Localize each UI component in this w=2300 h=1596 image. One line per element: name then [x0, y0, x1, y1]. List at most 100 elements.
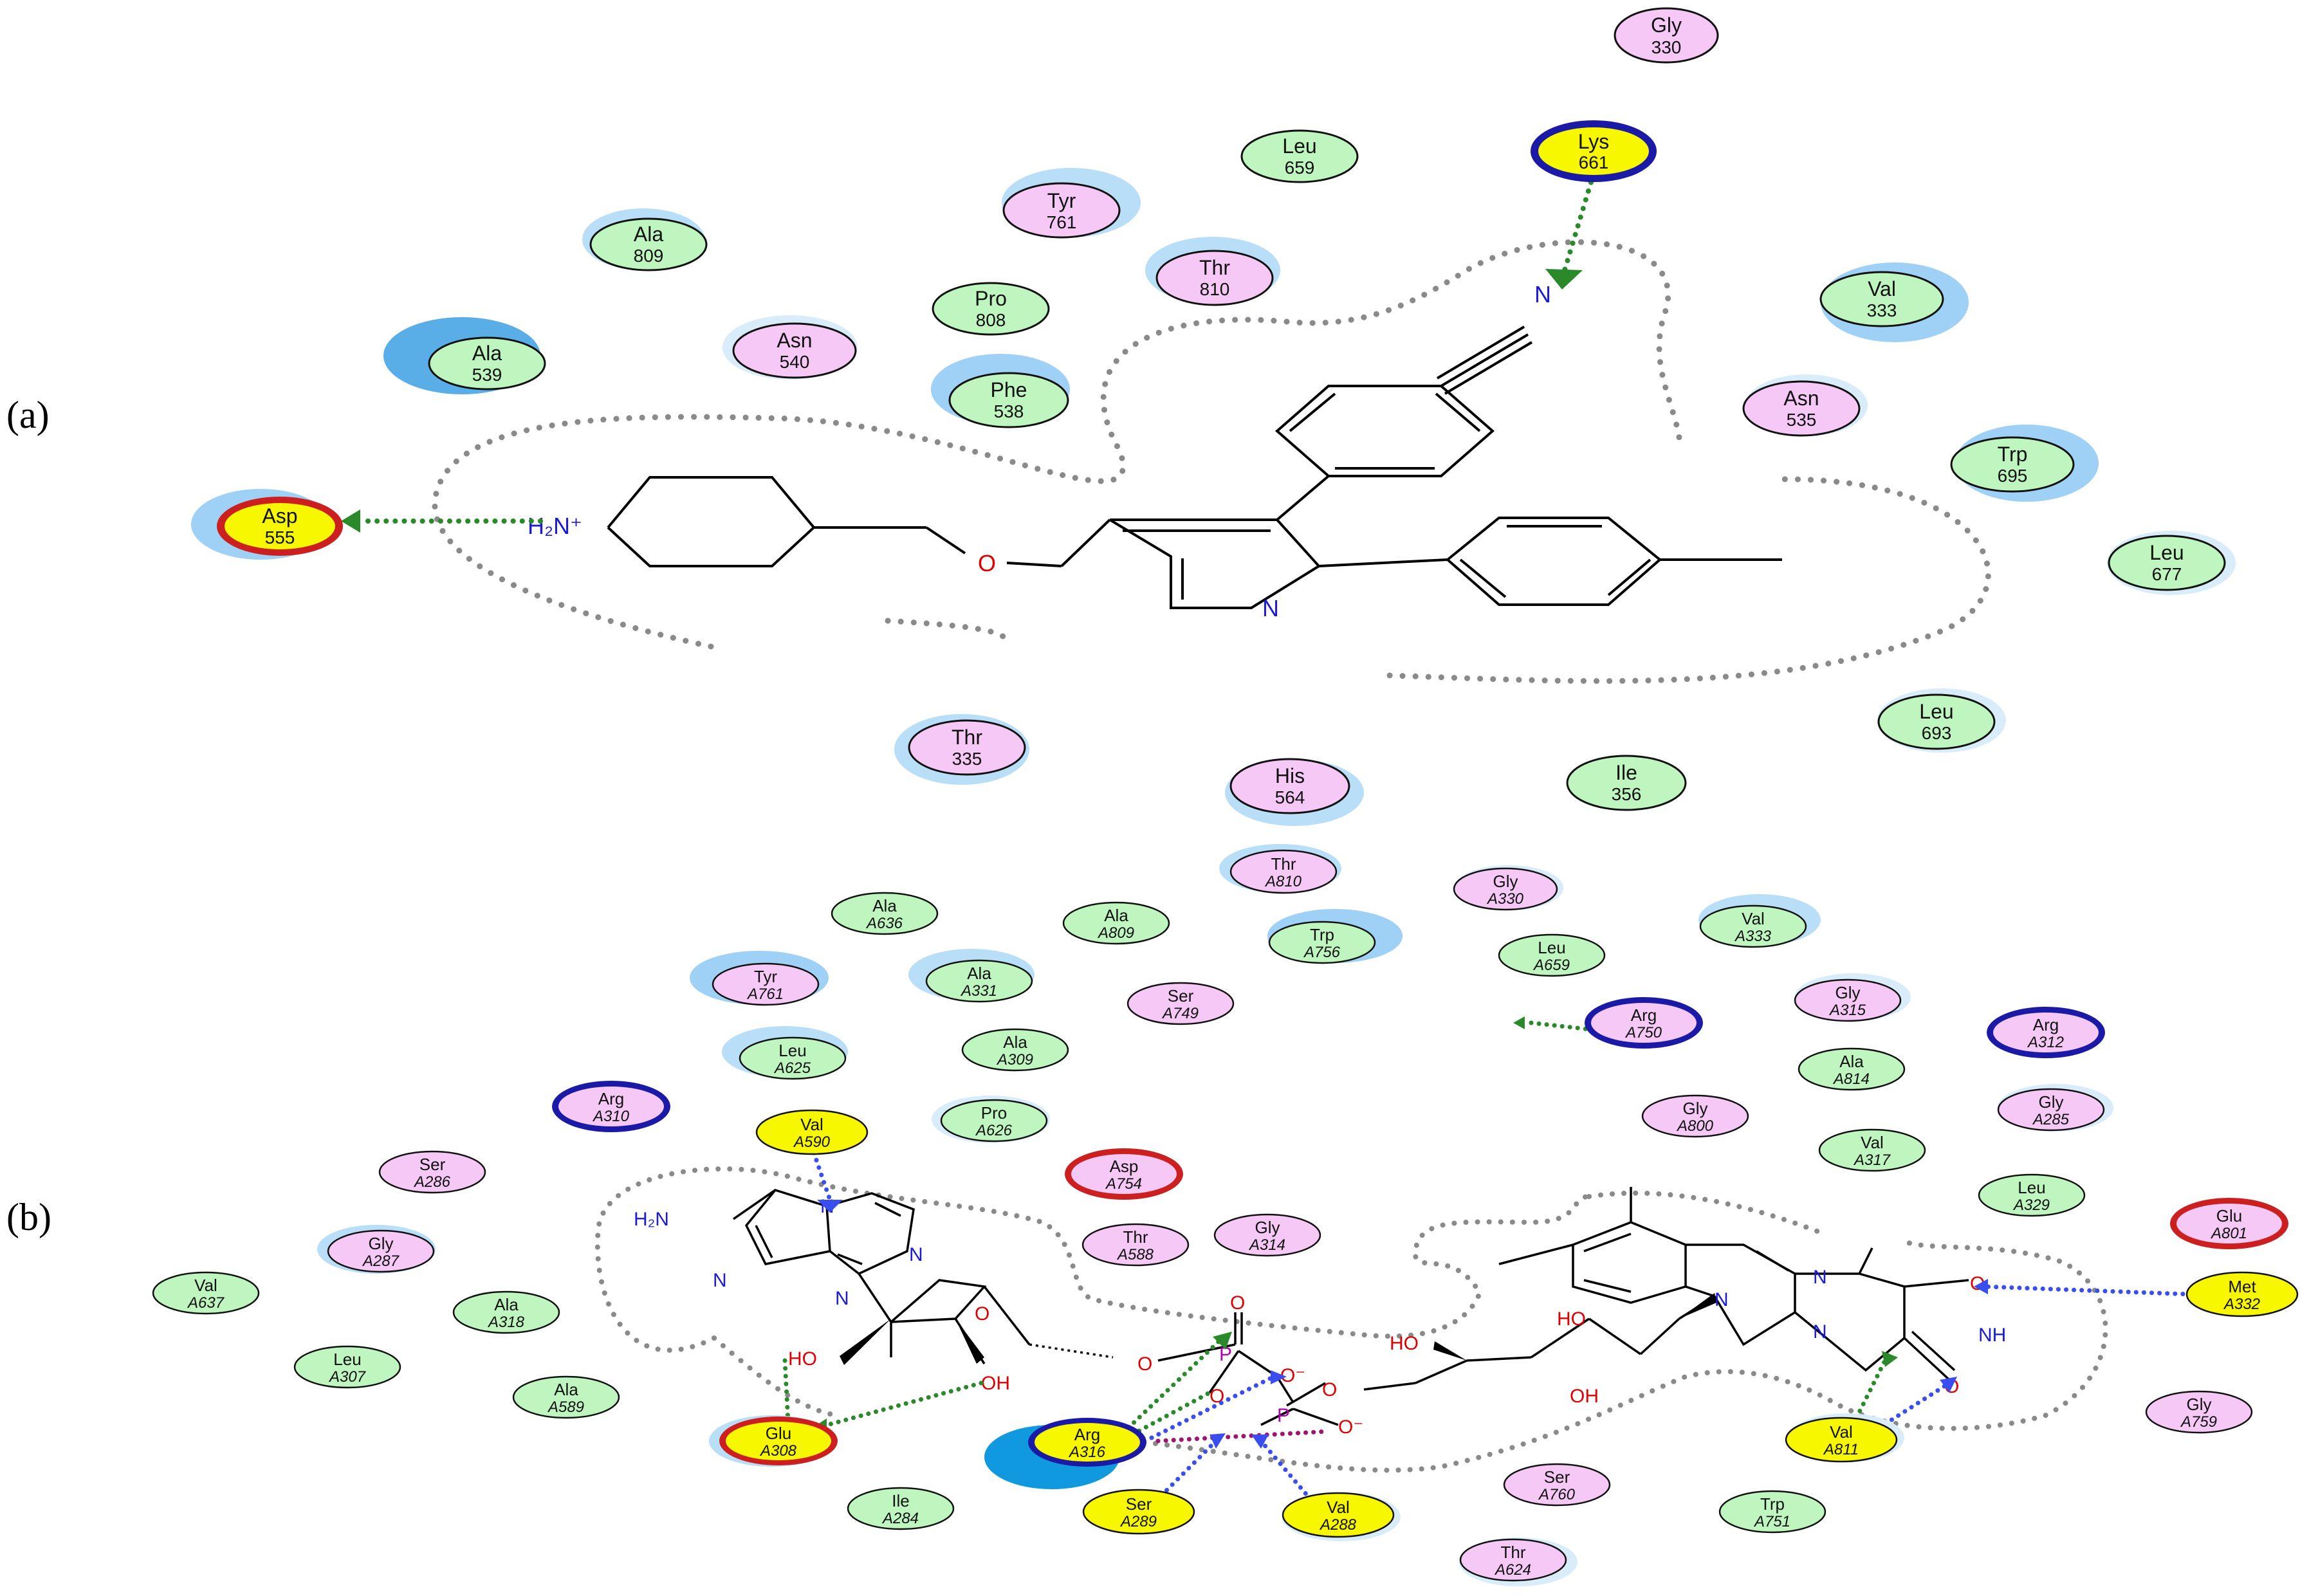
atom-flavin-n10: N [1715, 1289, 1729, 1310]
atom-linker-o: O [1137, 1353, 1152, 1375]
svg-text:A315: A315 [1828, 1002, 1866, 1019]
residue-leu-a307: Leu A307 [293, 1345, 401, 1389]
svg-text:Gly: Gly [369, 1234, 394, 1253]
svg-text:A314: A314 [1248, 1236, 1285, 1254]
atom-flavin-n1: N [1813, 1321, 1827, 1343]
svg-text:810: 810 [1200, 279, 1230, 299]
svg-text:A800: A800 [1676, 1117, 1714, 1135]
svg-text:A588: A588 [1116, 1246, 1154, 1263]
atom-p2: P [1277, 1405, 1290, 1426]
residue-ala-539: Ala 539 [383, 317, 546, 394]
svg-text:Pro: Pro [981, 1103, 1007, 1123]
atom-n7: N [713, 1270, 727, 1291]
svg-text:Gly: Gly [1651, 14, 1682, 37]
residue-ala-809: Ala 809 [582, 208, 708, 271]
residue-arg-a310: Arg A310 [552, 1081, 670, 1132]
svg-text:Ala: Ala [967, 964, 991, 983]
svg-text:555: 555 [265, 527, 295, 547]
residue-val-a333: Val A333 [1698, 894, 1821, 948]
residue-val-a288: Val A288 [1282, 1492, 1401, 1541]
svg-text:Val: Val [1861, 1133, 1884, 1152]
svg-text:695: 695 [1998, 466, 2028, 486]
residue-tyr-761: Tyr 761 [1002, 168, 1141, 239]
svg-text:A284: A284 [881, 1510, 919, 1527]
svg-text:A761: A761 [746, 986, 784, 1003]
residue-trp-695: Trp 695 [1950, 425, 2099, 502]
ribose-wedge-2 [955, 1319, 984, 1364]
svg-text:Arg: Arg [1631, 1005, 1657, 1025]
svg-text:356: 356 [1612, 784, 1642, 804]
residue-leu-a659: Leu A659 [1498, 933, 1606, 977]
residue-thr-335: Thr 335 [894, 714, 1029, 785]
svg-text:Val: Val [1868, 277, 1896, 300]
svg-text:A317: A317 [1853, 1151, 1891, 1169]
svg-text:Arg: Arg [2033, 1015, 2059, 1034]
svg-text:A590: A590 [793, 1133, 831, 1151]
svg-text:A589: A589 [547, 1399, 584, 1416]
svg-text:A756: A756 [1303, 944, 1341, 961]
svg-text:333: 333 [1867, 300, 1897, 320]
residue-thr-a588: Thr A588 [1081, 1223, 1190, 1267]
residue-ala-a589: Ala A589 [512, 1375, 620, 1419]
svg-text:Thr: Thr [1123, 1227, 1148, 1247]
svg-text:A330: A330 [1486, 890, 1524, 908]
panel-a: N N O H₂N⁺ Gly 330 Lys 661 Leu 659 [191, 7, 2236, 826]
svg-text:A636: A636 [865, 915, 903, 932]
svg-text:Ala: Ala [1003, 1032, 1027, 1052]
svg-text:Ser: Ser [1126, 1494, 1152, 1514]
svg-text:A312: A312 [2027, 1034, 2064, 1051]
residue-thr-810: Thr 810 [1145, 237, 1280, 306]
atom-flavin-n5: N [1813, 1267, 1827, 1288]
residue-ala-a814: Ala A814 [1798, 1047, 1906, 1091]
svg-text:A801: A801 [2210, 1225, 2247, 1242]
svg-text:Ser: Ser [1168, 986, 1194, 1005]
atom-rib-ho-1: HO [1390, 1333, 1419, 1354]
residue-gly-a314: Gly A314 [1213, 1213, 1321, 1257]
svg-text:Trp: Trp [1998, 443, 2028, 466]
svg-text:Gly: Gly [1255, 1218, 1280, 1237]
svg-text:Met: Met [2228, 1277, 2256, 1296]
svg-text:A810: A810 [1264, 873, 1302, 890]
svg-text:Thr: Thr [1199, 256, 1230, 279]
svg-text:A309: A309 [996, 1051, 1033, 1069]
svg-text:Leu: Leu [1282, 134, 1316, 158]
svg-text:Gly: Gly [2039, 1092, 2064, 1112]
residue-gly-330: Gly 330 [1614, 7, 1719, 64]
svg-text:A760: A760 [1538, 1486, 1576, 1503]
residue-gly-a315: Gly A315 [1794, 973, 1911, 1022]
residue-ser-a760: Ser A760 [1503, 1463, 1611, 1507]
residue-leu-a625: Leu A625 [722, 1026, 848, 1080]
svg-text:Leu: Leu [778, 1041, 806, 1060]
panel-label-b: (b) [6, 1196, 51, 1238]
residue-val-a637: Val A637 [152, 1271, 260, 1315]
svg-text:A307: A307 [328, 1368, 367, 1386]
svg-text:540: 540 [780, 352, 810, 372]
svg-text:Asp: Asp [1110, 1157, 1139, 1176]
residue-gly-a287: Gly A287 [317, 1225, 436, 1274]
svg-text:A809: A809 [1097, 924, 1134, 942]
residue-tyr-a761: Tyr A761 [690, 951, 829, 1006]
residue-ala-a309: Ala A309 [961, 1028, 1069, 1072]
svg-text:Arg: Arg [1074, 1425, 1100, 1444]
svg-text:A624: A624 [1494, 1561, 1531, 1579]
residue-gly-a800: Gly A800 [1641, 1094, 1749, 1138]
svg-text:A318: A318 [487, 1314, 525, 1331]
svg-text:Val: Val [194, 1276, 217, 1295]
svg-text:Glu: Glu [2216, 1206, 2242, 1225]
svg-text:Ser: Ser [1544, 1467, 1570, 1487]
residue-val-a317: Val A317 [1818, 1128, 1926, 1172]
svg-text:761: 761 [1047, 212, 1077, 232]
atom-o-minus-1: O⁻ [1280, 1365, 1305, 1386]
svg-text:Ala: Ala [494, 1295, 519, 1314]
svg-text:Ile: Ile [1615, 761, 1637, 784]
residue-lys-661: Lys 661 [1531, 120, 1657, 182]
pocket-outline-a [432, 239, 1991, 684]
svg-text:Asn: Asn [1783, 387, 1819, 410]
residue-ile-a284: Ile A284 [847, 1487, 955, 1530]
residue-thr-a624: Thr A624 [1459, 1537, 1578, 1586]
svg-text:Thr: Thr [952, 726, 982, 749]
svg-text:His: His [1275, 764, 1305, 787]
svg-text:A333: A333 [1734, 928, 1772, 945]
residue-val-333: Val 333 [1819, 262, 1969, 342]
svg-text:Ala: Ala [1104, 906, 1128, 925]
